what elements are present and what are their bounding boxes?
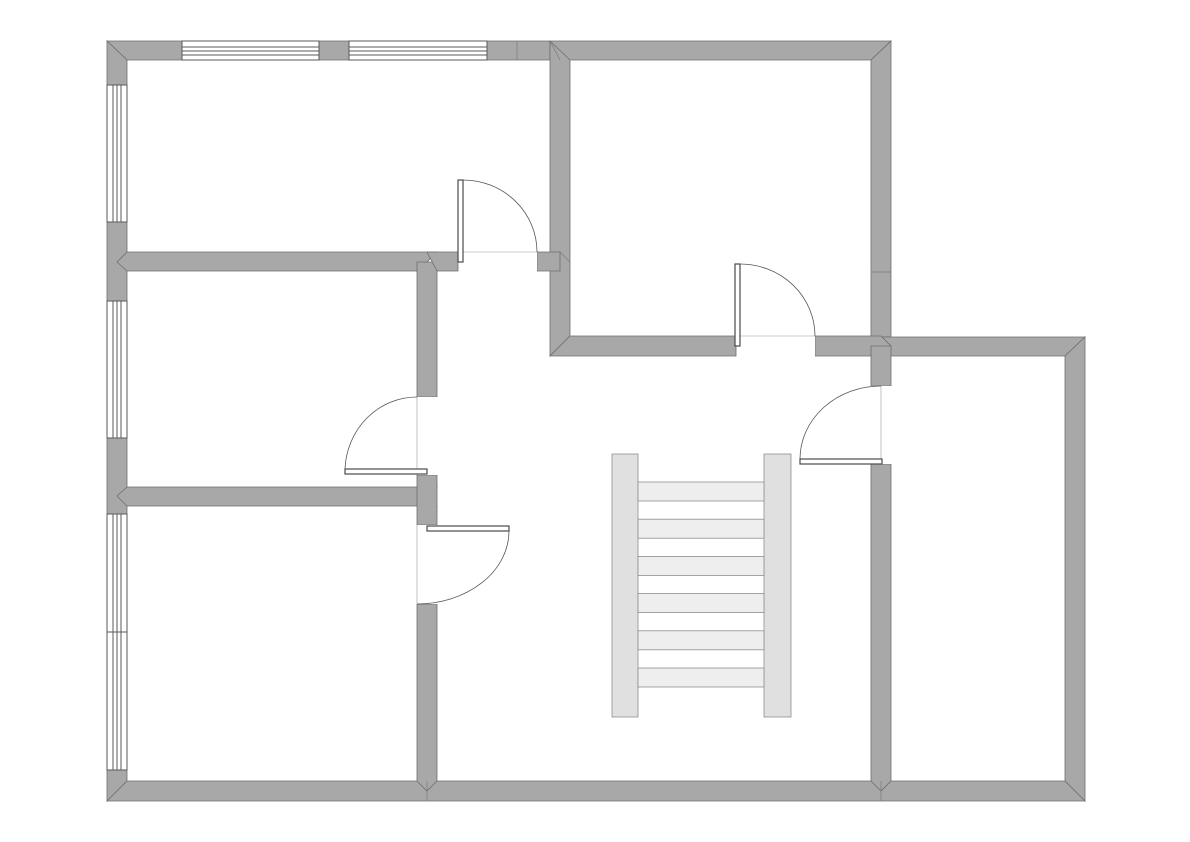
wall-bottom <box>106 780 1086 802</box>
wall-room2-bottom-a <box>549 335 737 357</box>
window-top-1 <box>181 40 320 61</box>
wall-room2-left-stub <box>536 251 561 272</box>
window-top-2 <box>348 40 488 61</box>
windows <box>106 40 488 771</box>
door-right-room <box>799 385 892 465</box>
door-bottom-left-room <box>416 525 510 605</box>
stair-tread <box>637 630 765 651</box>
window-left-1 <box>106 84 128 223</box>
door-top-right-room <box>734 263 816 357</box>
wall-top-right <box>549 40 893 61</box>
stair-tread <box>637 593 765 613</box>
doors <box>344 179 892 605</box>
wall-room2-left <box>549 40 571 357</box>
wall-seam <box>549 40 561 61</box>
window-left-3 <box>106 513 128 771</box>
stair-tread <box>637 481 765 502</box>
stair-tread <box>637 667 765 688</box>
stair-stringer-left <box>611 453 639 718</box>
door-top-left-room <box>457 179 538 273</box>
wall-lower-divider <box>116 486 439 507</box>
wall-upper-divider <box>116 251 439 272</box>
staircase <box>611 453 792 718</box>
wall-stub-top <box>426 251 459 272</box>
wall-right-wing-top <box>869 336 1087 357</box>
wall-seam <box>559 251 571 263</box>
door-middle-left-room <box>344 396 438 475</box>
window-left-2 <box>106 300 128 439</box>
wall-right-lower <box>870 463 892 792</box>
wall-hall-left-b <box>416 474 438 526</box>
wall-right-mid <box>870 345 892 387</box>
wall-right-wing-side <box>1064 336 1086 802</box>
wall-hall-left-a <box>416 261 438 398</box>
stair-tread <box>637 556 765 576</box>
stair-tread <box>637 518 765 539</box>
wall-right-upper <box>870 40 892 338</box>
stair-stringer-right <box>763 453 792 718</box>
walls <box>105 40 1087 802</box>
wall-hall-left-c <box>416 603 438 792</box>
